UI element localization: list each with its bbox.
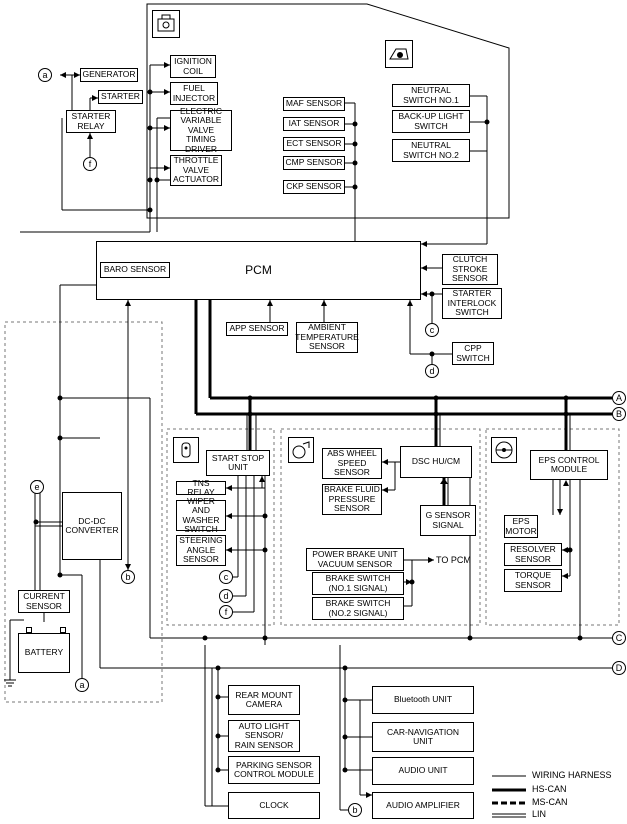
ambient-temp-sensor-box: AMBIENT TEMPERATURE SENSOR bbox=[295, 322, 359, 353]
brake-fluid-pressure-sensor-box: BRAKE FLUID PRESSURE SENSOR bbox=[322, 484, 382, 515]
dc-dc-converter-box: DC-DC CONVERTER bbox=[62, 492, 122, 560]
clutch-stroke-sensor-box: CLUTCH STROKE SENSOR bbox=[442, 254, 498, 285]
neutral-switch-2-box: NEUTRAL SWITCH NO.2 bbox=[392, 139, 470, 162]
engine-icon bbox=[152, 10, 180, 38]
audio-amplifier-box: AUDIO AMPLIFIER bbox=[372, 792, 474, 819]
connector-c-ssu: c bbox=[219, 570, 233, 584]
backup-light-switch-box: BACK-UP LIGHT SWITCH bbox=[392, 110, 470, 133]
bus-D-label: D bbox=[612, 661, 626, 675]
ect-sensor-box: ECT SENSOR bbox=[283, 137, 345, 151]
wheel-brake-icon bbox=[288, 437, 314, 463]
torque-sensor-box: TORQUE SENSOR bbox=[504, 569, 562, 592]
legend-lin: LIN bbox=[532, 809, 547, 819]
current-sensor-box: CURRENT SENSOR bbox=[18, 590, 70, 613]
g-sensor-signal-box: G SENSOR SIGNAL bbox=[420, 505, 476, 536]
parking-sensor-module-box: PARKING SENSOR CONTROL MODULE bbox=[228, 756, 320, 784]
bus-B-label: B bbox=[612, 407, 626, 421]
brake-switch-1-box: BRAKE SWITCH (NO.1 SIGNAL) bbox=[312, 572, 404, 595]
resolver-sensor-box: RESOLVER SENSOR bbox=[504, 543, 562, 566]
starter-box: STARTER bbox=[98, 90, 143, 104]
connector-f-top: f bbox=[83, 157, 97, 171]
pcm-label: PCM bbox=[245, 262, 272, 277]
connector-d-pcm: d bbox=[425, 364, 439, 378]
ignition-coil-box: IGNITION COIL bbox=[170, 55, 216, 78]
steering-angle-sensor-box: STEERING ANGLE SENSOR bbox=[176, 535, 226, 566]
bluetooth-unit-box: Bluetooth UNIT bbox=[372, 686, 474, 714]
connector-b-left: b bbox=[121, 570, 135, 584]
neutral-switch-1-box: NEUTRAL SWITCH NO.1 bbox=[392, 84, 470, 107]
car-navigation-unit-box: CAR-NAVIGATION UNIT bbox=[372, 722, 474, 752]
abs-wheel-speed-sensor-box: ABS WHEEL SPEED SENSOR bbox=[322, 448, 382, 479]
steering-wheel-icon bbox=[491, 437, 517, 463]
legend-wiring-harness: WIRING HARNESS bbox=[532, 770, 612, 780]
connector-a-bottom: a bbox=[75, 678, 89, 692]
cpp-switch-box: CPP SWITCH bbox=[452, 342, 494, 365]
bus-A-label: A bbox=[612, 391, 626, 405]
app-sensor-box: APP SENSOR bbox=[226, 322, 288, 336]
connector-f-ssu: f bbox=[219, 605, 233, 619]
legend-hs-can: HS-CAN bbox=[532, 784, 567, 794]
legend-ms-can: MS-CAN bbox=[532, 797, 568, 807]
connector-a-top: a bbox=[38, 68, 52, 82]
baro-sensor-box: BARO SENSOR bbox=[100, 262, 170, 278]
connector-d-ssu: d bbox=[219, 589, 233, 603]
eps-control-module-box: EPS CONTROL MODULE bbox=[530, 450, 608, 480]
cmp-sensor-box: CMP SENSOR bbox=[283, 156, 345, 170]
maf-sensor-box: MAF SENSOR bbox=[283, 97, 345, 111]
transmission-icon bbox=[385, 40, 413, 68]
brake-switch-2-box: BRAKE SWITCH (NO.2 SIGNAL) bbox=[312, 597, 404, 620]
tns-relay-box: TNS RELAY bbox=[176, 478, 226, 497]
throttle-actuator-box: THROTTLE VALVE ACTUATOR bbox=[170, 155, 222, 186]
starter-relay-box: STARTER RELAY bbox=[66, 110, 116, 133]
auto-light-rain-sensor-box: AUTO LIGHT SENSOR/ RAIN SENSOR bbox=[228, 720, 300, 752]
power-brake-vacuum-sensor-box: POWER BRAKE UNIT VACUUM SENSOR bbox=[306, 548, 404, 571]
bus-C-label: C bbox=[612, 631, 626, 645]
ckp-sensor-box: CKP SENSOR bbox=[283, 180, 345, 194]
dsc-hu-cm-box: DSC HU/CM bbox=[400, 446, 472, 478]
battery-terminals bbox=[24, 627, 68, 633]
connector-b-body: b bbox=[348, 803, 362, 817]
generator-box: GENERATOR bbox=[80, 68, 138, 82]
eps-motor-box: EPS MOTOR bbox=[504, 515, 538, 538]
key-fob-icon bbox=[173, 437, 199, 463]
connector-e: e bbox=[30, 480, 44, 494]
battery-box: BATTERY bbox=[18, 633, 70, 673]
rear-mount-camera-box: REAR MOUNT CAMERA bbox=[228, 685, 300, 715]
start-stop-unit-box: START STOP UNIT bbox=[206, 450, 270, 476]
evvt-driver-box: ELECTRIC VARIABLE VALVE TIMING DRIVER bbox=[170, 106, 232, 154]
fuel-injector-box: FUEL INJECTOR bbox=[170, 82, 218, 105]
starter-interlock-switch-box: STARTER INTERLOCK SWITCH bbox=[442, 288, 502, 319]
audio-unit-box: AUDIO UNIT bbox=[372, 757, 474, 785]
iat-sensor-box: IAT SENSOR bbox=[283, 117, 345, 131]
clock-box: CLOCK bbox=[228, 792, 320, 819]
wiper-washer-switch-box: WIPER AND WASHER SWITCH bbox=[176, 496, 226, 534]
to-pcm-label: TO PCM bbox=[436, 555, 471, 565]
connector-c-pcm: c bbox=[425, 323, 439, 337]
